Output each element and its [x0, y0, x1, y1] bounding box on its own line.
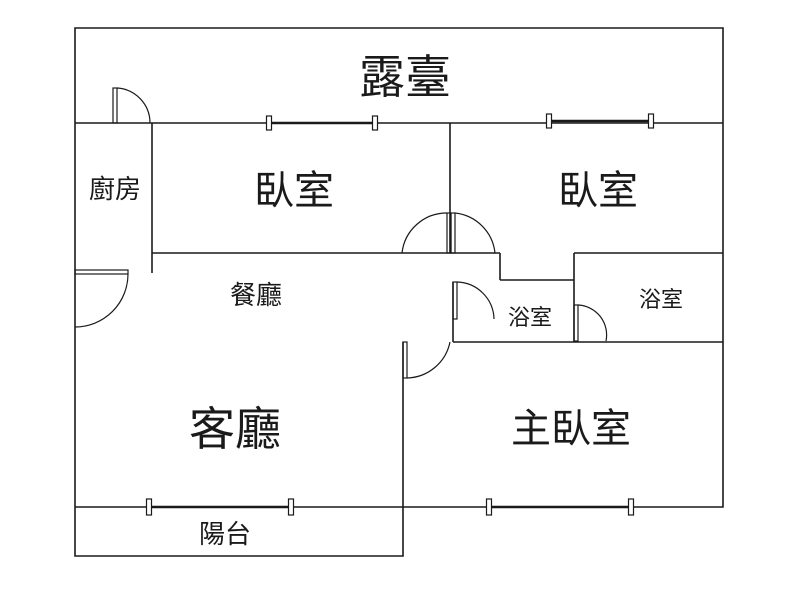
balcony-label: 陽台 — [199, 520, 251, 550]
terrace-door — [112, 87, 151, 124]
bedroom1-window — [265, 115, 379, 131]
bedroom2-label: 臥室 — [558, 168, 638, 214]
bath2-label: 浴室 — [639, 288, 683, 313]
master-window — [485, 498, 635, 516]
master-bedroom-label: 主臥室 — [511, 406, 631, 452]
bedroom2-door — [450, 212, 496, 254]
master-door — [402, 341, 451, 379]
bedroom2-window — [545, 113, 655, 129]
bath2-door — [573, 304, 608, 342]
windows — [145, 113, 655, 516]
walls — [74, 27, 724, 557]
kitchen-door — [74, 269, 129, 328]
room-labels: 露臺 臥室 臥室 廚房 餐廳 浴室 浴室 客廳 主臥室 陽台 — [89, 50, 683, 550]
bath1-label: 浴室 — [508, 306, 552, 331]
bath1-door — [452, 281, 495, 320]
bedroom1-label: 臥室 — [254, 168, 334, 214]
terrace-label: 露臺 — [359, 50, 451, 104]
living-window — [145, 498, 295, 516]
living-room-label: 客廳 — [189, 402, 281, 456]
outer-wall — [74, 27, 724, 557]
dining-label: 餐廳 — [230, 281, 282, 311]
doors — [74, 87, 608, 379]
kitchen-label: 廚房 — [89, 175, 141, 205]
bedroom1-door — [401, 212, 452, 254]
